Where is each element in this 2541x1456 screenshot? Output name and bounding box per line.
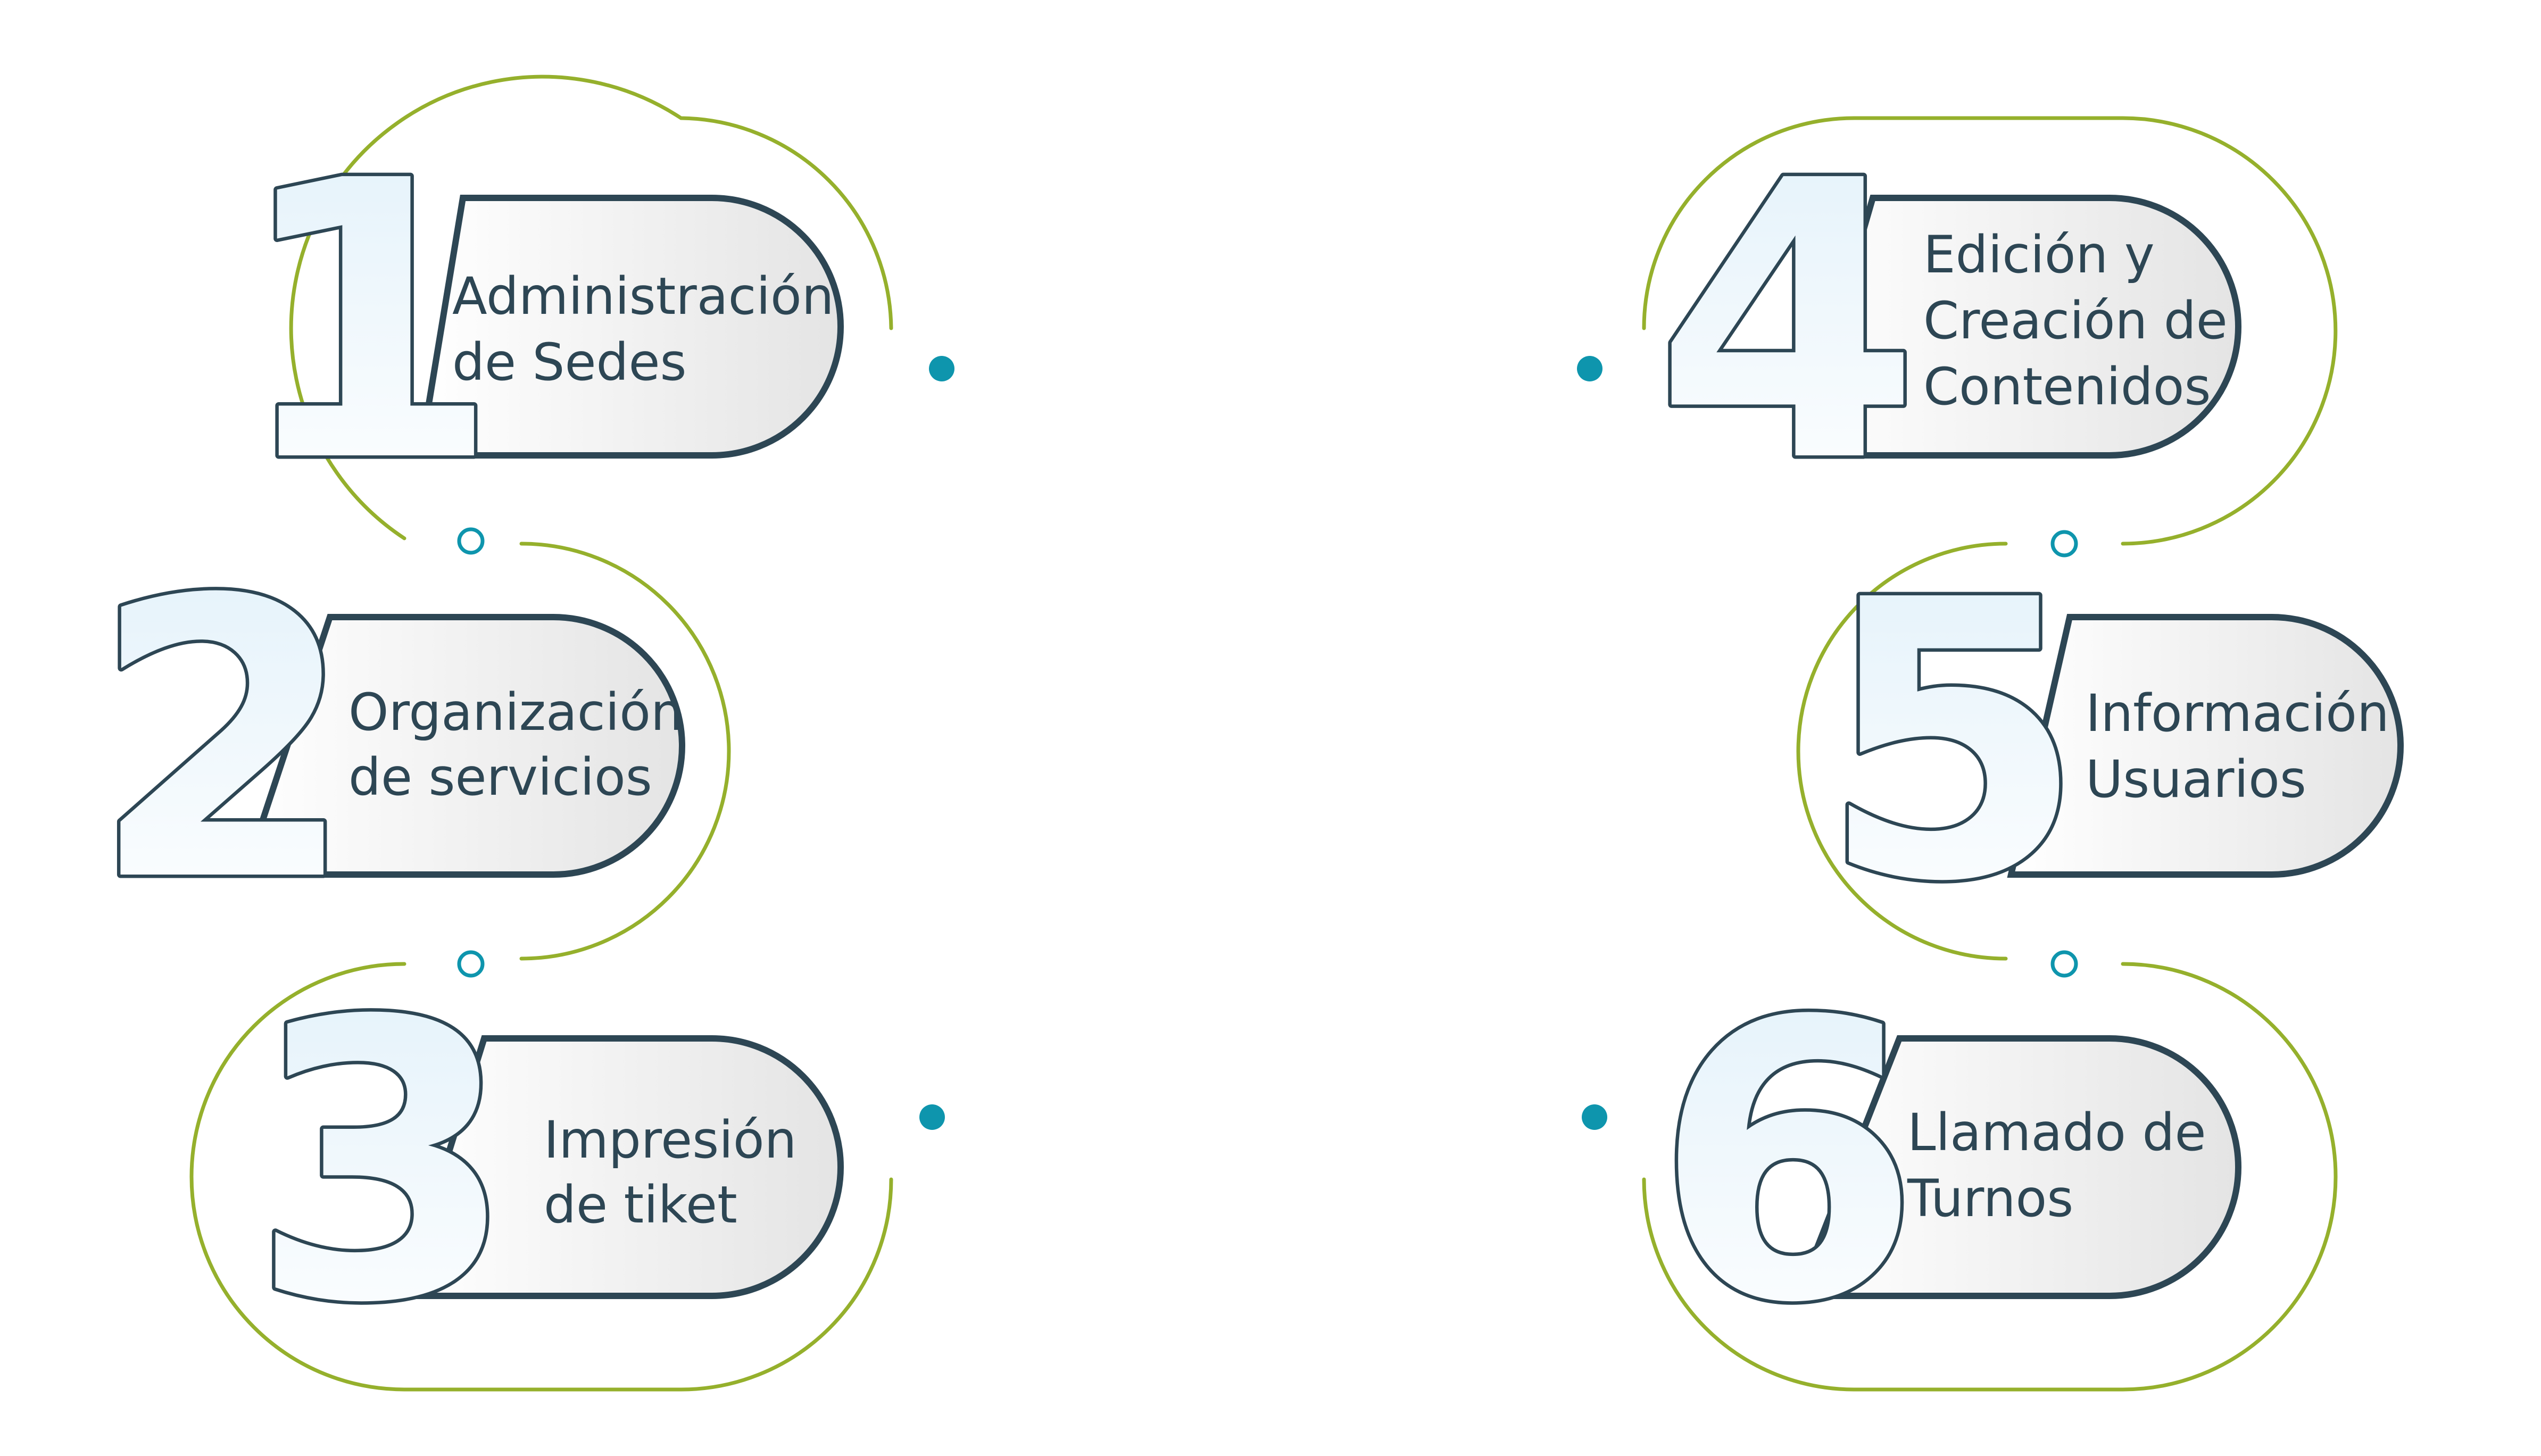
step-number: 3: [250, 941, 517, 1386]
step-5: 5 Información Usuarios: [1816, 516, 2405, 969]
step-label: Información Usuarios: [2086, 684, 2405, 809]
connector-curve-1: [289, 74, 893, 540]
connector-curve-2: [519, 542, 731, 961]
step-3: 3 Impresión de tiket: [246, 937, 844, 1390]
step-2: 2 Organización de servicios: [87, 516, 699, 969]
step-4: 4 Edición y Creación de Contenidos: [1651, 97, 2244, 550]
step-number: 2: [90, 519, 357, 965]
step-label: Organización de servicios: [348, 683, 699, 807]
accent-dots: [919, 356, 1607, 1130]
connector-ring-3: [2050, 530, 2078, 558]
step-1: 1 Administración de Sedes: [230, 97, 850, 550]
step-number: 1: [234, 100, 501, 546]
step-number: 4: [1655, 100, 1921, 546]
accent-dot-4: [1582, 1104, 1607, 1130]
step-number: 6: [1655, 941, 1921, 1386]
step-pill: [2007, 614, 2404, 878]
connector-curve-4: [1642, 116, 2338, 546]
accent-dot-1: [929, 356, 954, 381]
step-label: Llamado de Turnos: [1907, 1103, 2222, 1228]
accent-dot-2: [919, 1104, 945, 1130]
connector-curve-3: [189, 962, 893, 1392]
step-pill: [400, 1035, 844, 1299]
connector-curves-right: [1642, 116, 2338, 1392]
step-pill: [1794, 195, 2241, 459]
step-6: 6 Llamado de Turnos: [1651, 937, 2241, 1390]
step-pill: [240, 614, 685, 878]
step-label: Edición y Creación de Contenidos: [1923, 225, 2244, 417]
connector-curve-6: [1642, 962, 2338, 1392]
step-label: Administración de Sedes: [452, 267, 850, 392]
step-label: Impresión de tiket: [544, 1110, 813, 1235]
steps: 1 Administración de Sedes 2 Organización…: [87, 97, 2405, 1390]
step-pill: [1793, 1035, 2241, 1299]
step-number: 5: [1820, 519, 2086, 965]
connector-ring-2: [457, 950, 485, 978]
connector-rings: [457, 527, 2078, 978]
connector-curve-5: [1796, 542, 2008, 961]
connector-ring-4: [2050, 950, 2078, 978]
connector-ring-1: [457, 527, 485, 555]
connector-curves-left: [189, 74, 893, 1392]
accent-dot-3: [1577, 356, 1602, 381]
step-pill: [416, 195, 844, 459]
